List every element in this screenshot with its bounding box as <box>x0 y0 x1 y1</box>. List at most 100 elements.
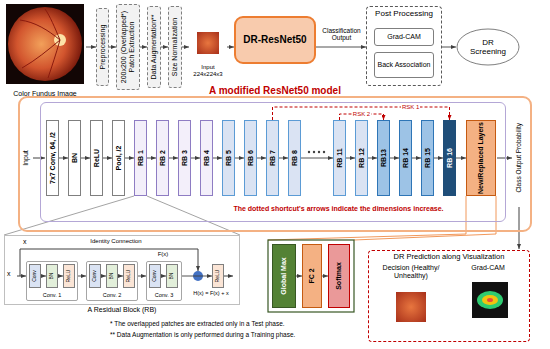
terminal-ellipse: DR Screening <box>456 28 520 66</box>
node-text: RB 12 <box>357 122 365 194</box>
layer-box: New/Replaced Layers <box>466 120 496 196</box>
node-text: RB 2 <box>158 122 166 194</box>
annotation-label: x <box>23 238 31 246</box>
node-text: RB 6 <box>246 122 254 194</box>
node-text: Conv <box>92 266 98 286</box>
flow-arrow <box>86 47 96 48</box>
edge-label: RSK 2 <box>352 111 371 118</box>
flow-arrow <box>81 158 90 159</box>
output-arrow <box>519 207 520 249</box>
node-text: DR-ResNet50 <box>243 34 306 46</box>
annotation-label: * The overlapped patches are extracted o… <box>110 320 362 327</box>
node-text: Pool, /2 <box>114 122 122 194</box>
layer-box: ReLU <box>212 264 224 288</box>
annotation-label: Input <box>22 138 30 178</box>
ellipsis-dot <box>308 151 310 153</box>
flow-arrow <box>161 47 168 48</box>
flow-arrow <box>213 158 222 159</box>
layer-box: RB 14 <box>399 120 412 196</box>
model-band: A modified ResNet50 modelThe dotted shor… <box>18 96 532 232</box>
layer-box: ReLU <box>63 264 75 288</box>
flow-arrow <box>138 276 146 277</box>
layer-box: Conv <box>29 264 41 288</box>
layer-box: RB13 <box>377 120 390 196</box>
node-text: RB 3 <box>180 122 188 194</box>
flow-arrow <box>390 158 399 159</box>
layer-box: ReLU <box>90 120 103 196</box>
node-text: Decision (Healthy/ Unhealthy) <box>375 264 447 280</box>
group-box: Conv. 1ConvBNReLU <box>26 261 78 301</box>
node-text: RB 5 <box>224 122 232 194</box>
node-text: ReLU <box>92 122 100 194</box>
flow-arrow <box>279 158 288 159</box>
node-text: Grad-CAM <box>453 264 523 272</box>
node-text: DR Screening <box>464 38 512 56</box>
process-box: Preprocessing <box>96 8 109 86</box>
ellipsis-dot <box>323 151 325 153</box>
zoom-line <box>147 196 240 235</box>
heatmap-blob <box>482 295 498 305</box>
layer-box: BN <box>46 264 58 288</box>
fundus-image: Color Fundus Image <box>4 4 86 100</box>
node-text: DR Prediction along Visualization <box>370 253 528 262</box>
ellipsis-dot <box>318 151 320 153</box>
flow-arrow <box>368 158 377 159</box>
flow-arrow <box>257 158 266 159</box>
layer-box: Softmax <box>328 244 350 308</box>
node-text: 200x200 (Overlapped*) Patch Extraction <box>120 6 136 88</box>
annotation-label: F(x) <box>152 251 174 258</box>
node-text: Conv <box>32 266 38 286</box>
node-text: Preprocessing <box>98 10 106 84</box>
node-text: Back Association <box>378 61 431 69</box>
flow-arrow <box>434 158 443 159</box>
layer-box: RB 4 <box>200 120 213 196</box>
gradcam-image <box>472 282 508 318</box>
group-box: Conv. 3ConvBN <box>146 261 182 301</box>
flow-arrow <box>346 158 355 159</box>
heatmap-blob <box>487 298 493 302</box>
node-text: BN <box>169 266 175 286</box>
node-text: RB 11 <box>335 122 343 194</box>
node-text: A modified ResNet50 model <box>20 85 530 97</box>
process-box: 200x200 (Overlapped*) Patch Extraction <box>116 4 140 90</box>
layer-box: Conv <box>89 264 101 288</box>
output-arrow <box>497 158 512 159</box>
fundus-photo <box>8 7 82 81</box>
annotation-label: Class Output Probability <box>515 112 522 204</box>
layer-box: RB 7 <box>266 120 279 196</box>
node-text: FC 2 <box>308 246 316 306</box>
node-text: 7x7 Conv, 64, /2 <box>48 122 56 194</box>
layer-box: ReLU <box>123 264 135 288</box>
input-image: Input 224x224x3 <box>189 30 227 80</box>
result-panel: Grad-CAM <box>452 262 524 338</box>
flow-arrow <box>235 158 244 159</box>
node-text: Data Augmentation** <box>150 8 158 86</box>
node-text: Size Normalization <box>171 8 179 86</box>
layer-box: Global Max <box>272 244 296 308</box>
group-box: DR Prediction along VisualizationDecisio… <box>368 250 530 342</box>
layer-box: Pool, /2 <box>112 120 125 196</box>
node-text: RB 7 <box>268 122 276 194</box>
node-text: RB 14 <box>401 122 409 194</box>
node-text: The dotted shortcut's arrows indicate th… <box>216 205 461 213</box>
layer-box: RB 15 <box>421 120 434 196</box>
annotation-label: x <box>7 270 15 278</box>
layer-box: RB 5 <box>222 120 235 196</box>
flow-arrow <box>182 47 189 48</box>
layer-box: Conv <box>149 264 161 288</box>
node-text: ReLU <box>215 266 221 286</box>
flow-arrow <box>191 158 200 159</box>
input-arrow <box>33 158 45 159</box>
process-box: Size Normalization <box>168 6 182 88</box>
input-patch-image <box>197 32 219 54</box>
flow-arrow <box>182 276 212 277</box>
layer-box: RB 3 <box>178 120 191 196</box>
layer-box: RB 8 <box>288 120 301 196</box>
flow-arrow <box>301 158 333 159</box>
flow-arrow <box>227 47 234 48</box>
photo-background <box>6 4 84 84</box>
annotation-label: H(x) = F(x) + x <box>186 290 236 296</box>
layer-box: FC 2 <box>302 244 322 308</box>
flow-arrow <box>103 158 112 159</box>
node-text: Conv. 2 <box>88 292 136 298</box>
